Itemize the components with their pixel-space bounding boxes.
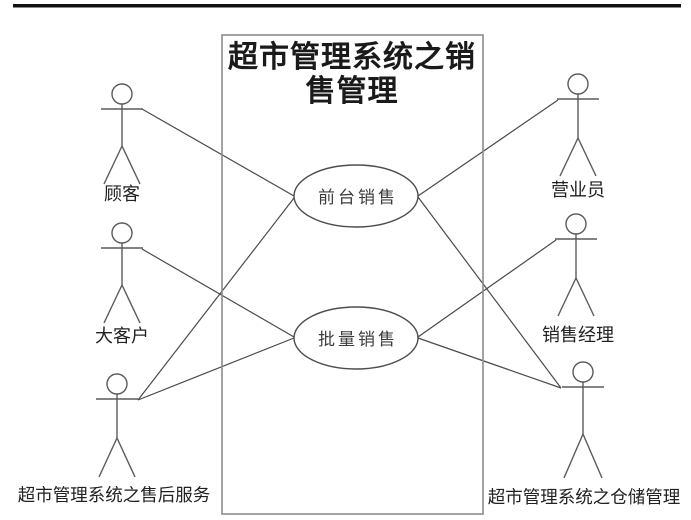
association-bigcustomer-bulk (141, 248, 295, 338)
front-desk-sales-label: 前台销售 (318, 188, 398, 208)
actor-customer-leg-right (121, 145, 141, 185)
actor-warehouse-management: 超市管理系统之仓储管理 (488, 361, 681, 508)
actor-big-customer-leg-right (121, 284, 141, 324)
actor-after-sales-label: 超市管理系统之售后服务 (18, 486, 211, 506)
actor-salesperson-leg-right (577, 137, 597, 177)
actor-customer-leg-left (103, 145, 123, 185)
actor-sales-manager-leg-right (575, 277, 595, 317)
actor-sales-manager-leg-left (557, 277, 577, 317)
actor-after-sales-leg-right (116, 437, 136, 478)
system-title-line1: 超市管理系统之销 (228, 40, 476, 75)
actor-warehouse-label: 超市管理系统之仓储管理 (488, 488, 681, 508)
actor-customer-label: 顾客 (104, 184, 140, 205)
actor-salesperson-label: 营业员 (551, 180, 605, 201)
system-boundary (221, 34, 484, 515)
use-case-front-desk-sales: 前台销售 (293, 164, 419, 228)
actor-warehouse-leg-left (563, 433, 584, 479)
actor-salesperson-leg-left (559, 137, 579, 177)
actor-big-customer-head (111, 222, 133, 244)
front-desk-sales-ellipse (293, 164, 419, 228)
association-warehouse-bulk (417, 337, 562, 389)
actor-warehouse-head (572, 361, 594, 383)
actor-after-sales-head (106, 373, 128, 395)
actor-big-customer-leg-left (103, 284, 123, 324)
actor-big-customer-label: 大客户 (95, 326, 149, 347)
associations (137, 99, 562, 401)
bulk-sales-ellipse (293, 306, 419, 370)
bulk-sales-label: 批量销售 (318, 330, 398, 350)
actor-big-customer: 大客户 (95, 222, 149, 347)
association-aftersales-bulk (137, 337, 295, 401)
actor-sales-manager-head (565, 213, 587, 235)
association-salesperson-frontdesk (417, 99, 559, 197)
use-case-bulk-sales: 批量销售 (293, 306, 419, 370)
actor-sales-manager-label: 销售经理 (542, 325, 614, 346)
association-customer-frontdesk (141, 108, 295, 197)
actor-after-sales-service: 超市管理系统之售后服务 (18, 373, 211, 506)
actor-sales-manager: 销售经理 (542, 213, 614, 346)
actor-warehouse-leg-right (582, 433, 603, 479)
actor-salesperson-head (567, 73, 589, 95)
association-aftersales-frontdesk (137, 197, 295, 401)
top-rule (13, 4, 681, 8)
system-title: 超市管理系统之销 售管理 (228, 40, 476, 109)
system-title-line2: 售管理 (306, 74, 399, 109)
actor-salesperson: 营业员 (551, 73, 605, 201)
association-warehouse-frontdesk (417, 196, 562, 389)
actor-after-sales-leg-left (98, 437, 118, 478)
actor-customer-head (111, 83, 133, 105)
actor-customer: 顾客 (101, 83, 143, 205)
